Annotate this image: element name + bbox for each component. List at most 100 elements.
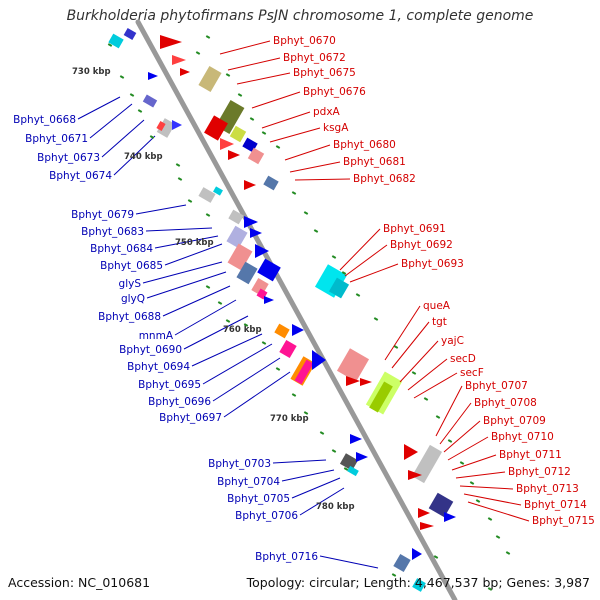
scale-dot-2 <box>129 93 135 97</box>
gene-arrow-46 <box>350 434 362 444</box>
right-gene-label-22: Bphyt_0712 <box>508 466 571 478</box>
scale-dot-17 <box>319 431 325 435</box>
scale-dot-38 <box>447 439 453 443</box>
gene-block-22 <box>228 209 244 225</box>
gene-block-16 <box>142 94 158 108</box>
scale-dot-27 <box>291 191 297 195</box>
right-leader-line-11 <box>349 263 399 283</box>
left-leader-line-10 <box>162 285 231 317</box>
left-gene-label-10: Bphyt_0688 <box>98 311 161 323</box>
left-gene-label-13: Bphyt_0694 <box>127 361 190 373</box>
left-gene-label-0: Bphyt_0668 <box>13 114 76 126</box>
right-gene-label-13: tgt <box>432 316 447 328</box>
right-leader-line-18 <box>439 402 472 445</box>
scale-dot-41 <box>475 499 481 503</box>
genome-summary-text: Topology: circular; Length: 4,467,537 bp… <box>246 575 590 590</box>
gene-arrow-8 <box>228 150 240 160</box>
gene-arrow-48 <box>356 452 368 462</box>
left-leader-line-5 <box>145 227 213 232</box>
left-leader-line-13 <box>191 333 263 367</box>
left-leader-line-15 <box>212 357 281 402</box>
gene-arrow-58 <box>412 548 422 560</box>
gene-block-28 <box>257 258 281 282</box>
gene-block-45 <box>369 381 393 413</box>
gene-arrow-55 <box>444 512 456 522</box>
scale-dot-22 <box>225 73 231 77</box>
scale-dot-14 <box>275 367 281 371</box>
scale-dot-31 <box>341 271 347 275</box>
gene-block-24 <box>226 225 248 249</box>
scale-dot-9 <box>205 285 211 289</box>
gene-arrow-42 <box>346 376 360 386</box>
left-leader-line-11 <box>174 299 237 336</box>
right-leader-line-10 <box>344 244 388 277</box>
left-leader-line-18 <box>281 469 335 482</box>
gene-arrow-27 <box>255 244 269 258</box>
scale-dot-36 <box>423 397 429 401</box>
right-leader-line-17 <box>435 385 463 437</box>
gene-block-33 <box>314 264 348 298</box>
scale-dot-45 <box>487 587 493 591</box>
gene-arrow-50 <box>404 444 418 460</box>
gene-block-14 <box>123 28 137 40</box>
scale-dot-15 <box>291 393 297 397</box>
gene-arrow-56 <box>420 522 434 530</box>
left-gene-label-19: Bphyt_0705 <box>227 493 290 505</box>
gene-block-20 <box>198 187 216 203</box>
left-gene-label-11: mnmA <box>139 330 174 342</box>
right-gene-label-15: secD <box>450 353 476 365</box>
scale-dot-30 <box>331 255 337 259</box>
right-leader-line-16 <box>413 372 458 399</box>
right-gene-label-5: ksgA <box>323 122 349 134</box>
left-gene-label-5: Bphyt_0683 <box>81 226 144 238</box>
right-leader-line-15 <box>407 358 448 391</box>
scale-dot-20 <box>195 51 201 55</box>
right-gene-label-20: Bphyt_0710 <box>491 431 554 443</box>
left-leader-line-6 <box>154 235 219 249</box>
right-gene-label-24: Bphyt_0714 <box>524 499 587 511</box>
right-gene-label-17: Bphyt_0707 <box>465 380 528 392</box>
gene-arrow-2 <box>180 68 190 76</box>
gene-block-37 <box>279 339 297 359</box>
gene-block-57 <box>393 553 411 573</box>
right-leader-line-21 <box>451 454 497 471</box>
scale-dot-29 <box>313 229 319 233</box>
scale-tick-label-5: 780 kbp <box>316 502 355 512</box>
gene-block-53 <box>428 492 454 518</box>
scale-dot-18 <box>331 449 337 453</box>
right-leader-line-8 <box>294 178 351 181</box>
right-leader-line-12 <box>384 305 421 361</box>
scale-dot-40 <box>469 481 475 485</box>
scale-dot-46 <box>391 573 397 577</box>
scale-tick-label-3: 760 kbp <box>223 325 262 335</box>
scale-dot-25 <box>261 131 267 135</box>
right-leader-line-25 <box>467 501 530 522</box>
left-gene-label-9: glyQ <box>121 293 145 305</box>
right-gene-label-21: Bphyt_0711 <box>499 449 562 461</box>
left-gene-label-1: Bphyt_0671 <box>25 133 88 145</box>
right-leader-line-14 <box>399 340 439 383</box>
accession-text: Accession: NC_010681 <box>8 575 151 590</box>
gene-block-29 <box>236 261 258 285</box>
gene-block-13 <box>108 33 124 49</box>
right-gene-label-4: pdxA <box>313 106 341 118</box>
left-gene-label-6: Bphyt_0684 <box>90 243 153 255</box>
left-leader-line-7 <box>164 243 223 266</box>
gene-block-12 <box>263 175 279 191</box>
scale-dot-23 <box>237 93 243 97</box>
right-gene-label-1: Bphyt_0672 <box>283 52 346 64</box>
left-leader-line-16 <box>223 371 291 418</box>
scale-dot-26 <box>275 145 281 149</box>
gene-block-47 <box>339 453 359 471</box>
gene-block-18 <box>156 121 166 131</box>
right-leader-line-5 <box>269 127 321 143</box>
left-leader-line-19 <box>291 477 341 499</box>
left-gene-label-20: Bphyt_0706 <box>235 510 298 522</box>
scale-dot-0 <box>107 43 113 47</box>
scale-dot-33 <box>373 317 379 321</box>
gene-block-59 <box>412 578 426 592</box>
left-leader-line-3 <box>113 135 156 176</box>
right-leader-line-6 <box>284 144 331 161</box>
